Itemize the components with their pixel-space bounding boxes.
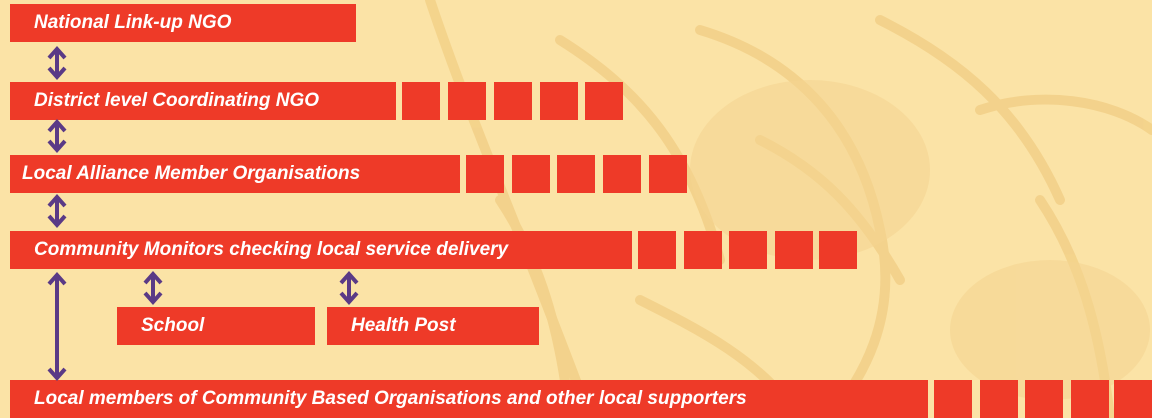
members-square [980,380,1018,418]
local-members-label: Local members of Community Based Organis… [34,388,747,409]
members-square [1071,380,1109,418]
health-post-box: Health Post [327,307,539,345]
members-square [934,380,972,418]
school-box: School [117,307,315,345]
members-square [1025,380,1063,418]
national-link-up-ngo-label: National Link-up NGO [34,12,232,33]
health-post-label: Health Post [351,315,456,336]
national-link-up-ngo-box: National Link-up NGO [10,4,356,42]
alliance-square [603,155,641,193]
community-monitors-label: Community Monitors checking local servic… [34,239,509,260]
alliance-square [649,155,687,193]
monitors-square [775,231,813,269]
district-square [540,82,578,120]
monitors-square [638,231,676,269]
district-square [585,82,623,120]
double-headed-arrow-icon [47,47,67,79]
alliance-square [557,155,595,193]
double-headed-arrow-icon [143,272,163,304]
double-headed-arrow-icon [47,120,67,152]
local-alliance-label: Local Alliance Member Organisations [22,163,361,184]
local-members-box: Local members of Community Based Organis… [10,380,928,418]
long-double-headed-arrow-icon [47,271,67,382]
monitors-square [819,231,857,269]
district-square [402,82,440,120]
alliance-square [466,155,504,193]
double-headed-arrow-icon [47,195,67,227]
double-headed-arrow-icon [339,272,359,304]
district-coordinating-ngo-label: District level Coordinating NGO [34,90,320,111]
local-alliance-box: Local Alliance Member Organisations [10,155,460,193]
monitors-square [729,231,767,269]
district-coordinating-ngo-box: District level Coordinating NGO [10,82,396,120]
district-square [494,82,532,120]
district-square [448,82,486,120]
community-monitors-box: Community Monitors checking local servic… [10,231,632,269]
alliance-square [512,155,550,193]
monitors-square [684,231,722,269]
members-square [1114,380,1152,418]
school-label: School [141,315,205,336]
